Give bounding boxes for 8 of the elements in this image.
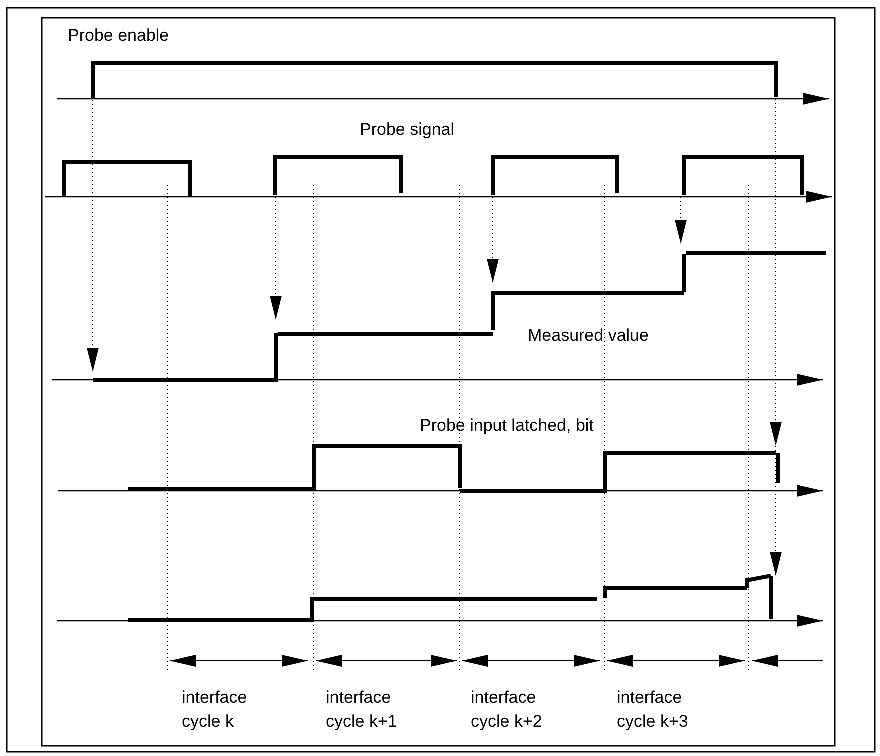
signal-label: Probe signal [360,119,455,141]
signal-label: Measured value [528,325,649,347]
signal-label: Probe enable [68,25,170,47]
cycle-label: interface cycle k [182,687,248,733]
signal-label: Probe input latched, bit [420,415,594,437]
cycle-label: interface cycle k+3 [617,687,690,733]
cycle-label: interface cycle k+1 [326,687,398,733]
cycle-label: interface cycle k+2 [471,687,544,733]
